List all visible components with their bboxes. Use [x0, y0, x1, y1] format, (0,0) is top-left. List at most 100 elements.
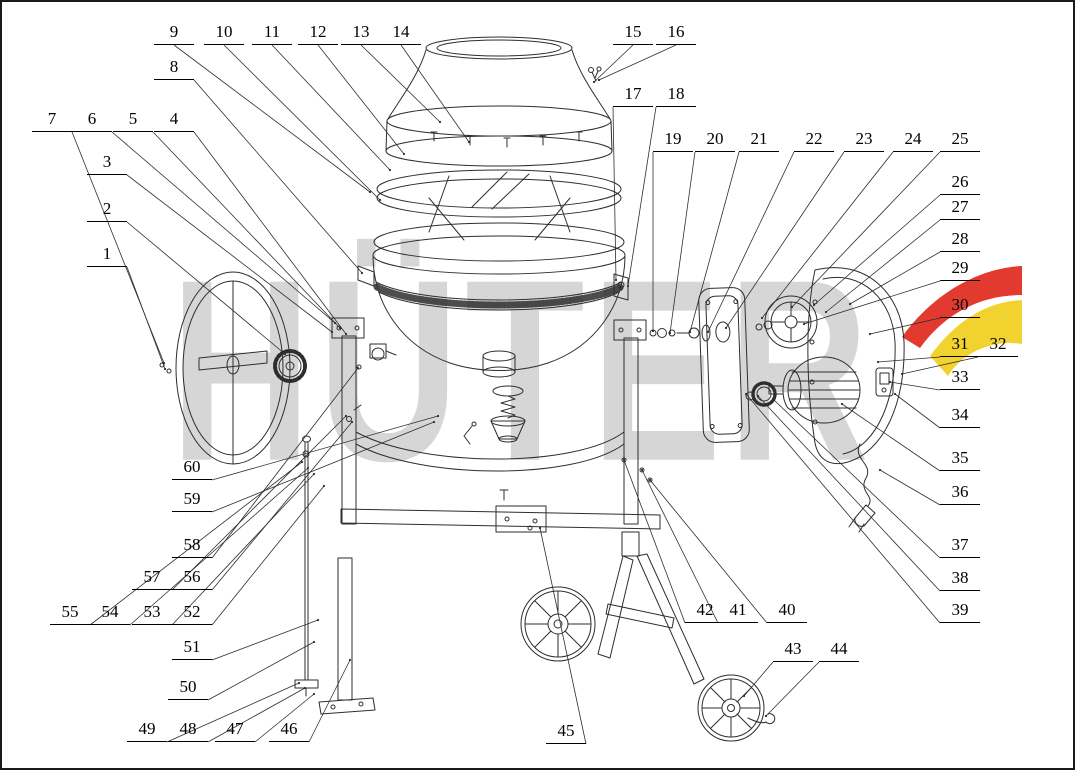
- leader-line-11: [271, 44, 391, 171]
- leader-line-15: [593, 44, 634, 83]
- leader-endpoint-16: [597, 78, 601, 82]
- leader-line-27: [825, 219, 941, 313]
- part-label-4: 4: [154, 107, 194, 132]
- leader-line-59: [211, 421, 435, 513]
- leader-endpoint-11: [388, 168, 392, 172]
- part-label-52: 52: [172, 600, 212, 625]
- part-label-26: 26: [940, 170, 980, 195]
- leader-line-57: [171, 415, 347, 591]
- leader-line-25: [791, 151, 941, 308]
- leader-endpoint-46: [348, 658, 352, 662]
- leader-line-20: [669, 151, 696, 334]
- leader-line-55: [89, 461, 303, 626]
- leader-line-2: [126, 221, 286, 355]
- part-label-25: 25: [940, 127, 980, 152]
- leader-endpoint-34: [893, 392, 897, 396]
- part-label-1: 1: [87, 242, 127, 267]
- leader-line-32: [901, 356, 979, 375]
- leader-endpoint-6: [333, 321, 337, 325]
- part-label-43: 43: [773, 637, 813, 662]
- leader-endpoint-40: [648, 478, 652, 482]
- part-label-57: 57: [132, 565, 172, 590]
- part-label-12: 12: [298, 20, 338, 45]
- part-label-15: 15: [613, 20, 653, 45]
- leader-endpoint-51: [316, 618, 320, 622]
- leader-line-47: [254, 693, 315, 743]
- part-label-55: 55: [50, 600, 90, 625]
- leader-endpoint-9: [368, 190, 372, 194]
- leader-line-3: [126, 174, 333, 333]
- part-label-10: 10: [204, 20, 244, 45]
- leader-line-24: [761, 151, 894, 319]
- part-label-59: 59: [172, 487, 212, 512]
- leader-endpoint-19: [651, 329, 655, 333]
- part-label-51: 51: [172, 635, 212, 660]
- leader-line-22: [707, 151, 795, 333]
- leader-endpoint-17: [614, 278, 618, 282]
- part-label-38: 38: [940, 566, 980, 591]
- part-label-23: 23: [844, 127, 884, 152]
- leader-line-38: [757, 395, 941, 592]
- leader-endpoint-50: [312, 640, 316, 644]
- adjuster-rod: [294, 435, 319, 697]
- leader-endpoint-48: [303, 686, 307, 690]
- belt-cover: [807, 267, 905, 465]
- part-label-30: 30: [940, 293, 980, 318]
- transport-wheel-left: [520, 586, 596, 662]
- part-label-29: 29: [940, 256, 980, 281]
- part-label-56: 56: [172, 565, 212, 590]
- leader-endpoint-57: [344, 414, 348, 418]
- part-label-39: 39: [940, 598, 980, 623]
- leader-endpoint-25: [790, 305, 794, 309]
- leader-endpoint-3: [330, 330, 334, 334]
- leader-line-26: [813, 194, 941, 306]
- leader-line-8: [193, 79, 363, 274]
- leader-endpoint-43: [742, 694, 746, 698]
- leader-line-23: [725, 151, 845, 329]
- part-label-33: 33: [940, 365, 980, 390]
- part-label-5: 5: [113, 107, 153, 132]
- huter-watermark: HÜTER: [170, 226, 876, 516]
- leader-endpoint-18: [626, 284, 630, 288]
- leader-endpoint-35: [840, 402, 844, 406]
- leader-line-5: [152, 131, 341, 329]
- leader-endpoint-21: [688, 330, 692, 334]
- part-label-42: 42: [685, 598, 725, 623]
- funnel-parts: [463, 385, 526, 445]
- drum-bowl: [372, 235, 626, 378]
- part-label-28: 28: [940, 227, 980, 252]
- logo-red-swoosh: [902, 266, 1022, 348]
- part-label-7: 7: [32, 107, 72, 132]
- leader-line-60: [211, 415, 439, 481]
- leader-endpoint-10: [378, 198, 382, 202]
- stand-frame: [331, 265, 661, 533]
- leader-line-21: [689, 151, 740, 333]
- leader-endpoint-12: [402, 152, 406, 156]
- leader-endpoint-60: [436, 414, 440, 418]
- leader-line-13: [360, 44, 441, 123]
- part-label-8: 8: [154, 55, 194, 80]
- leader-endpoint-13: [438, 120, 442, 124]
- power-switch: [875, 367, 894, 397]
- leader-line-30: [869, 317, 941, 335]
- part-label-49: 49: [127, 717, 167, 742]
- leader-line-41: [641, 469, 719, 624]
- leader-line-53: [171, 473, 315, 626]
- leader-line-51: [211, 619, 319, 661]
- leader-endpoint-42: [622, 458, 626, 462]
- leader-line-44: [765, 661, 820, 717]
- leader-endpoint-41: [640, 468, 644, 472]
- leader-endpoint-53: [312, 472, 316, 476]
- leader-line-31: [877, 356, 941, 363]
- part-label-58: 58: [172, 533, 212, 558]
- part-label-47: 47: [215, 717, 255, 742]
- leader-line-40: [649, 479, 768, 624]
- leader-endpoint-54: [306, 466, 310, 470]
- leader-line-14: [400, 44, 470, 143]
- part-label-54: 54: [90, 600, 130, 625]
- leader-endpoint-4: [344, 332, 348, 336]
